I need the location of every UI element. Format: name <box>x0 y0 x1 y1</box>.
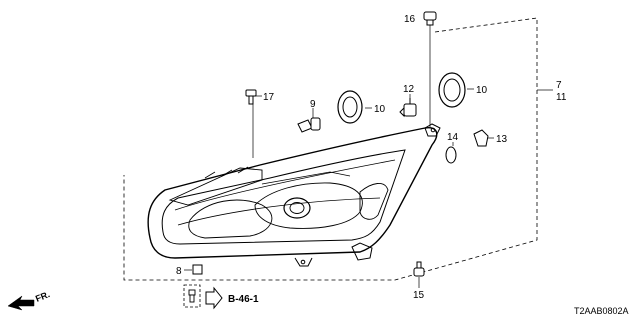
socket-part <box>473 129 489 147</box>
callout-10-left: 10 <box>374 104 386 115</box>
bulb-socket-part <box>399 98 417 118</box>
screw-part <box>245 89 257 105</box>
projector-lens <box>283 197 311 219</box>
bolt-part <box>413 261 425 277</box>
reference-box <box>183 284 223 310</box>
leader-lines <box>184 24 553 288</box>
callout-9: 9 <box>310 99 316 110</box>
callout-10-right: 10 <box>476 85 488 96</box>
callout-7: 7 <box>556 80 562 91</box>
callout-12: 12 <box>403 84 415 95</box>
callout-11: 11 <box>556 92 567 103</box>
clip-nut-part <box>192 264 203 275</box>
reference-arrow-icon <box>205 286 223 310</box>
rubber-cap-part <box>337 72 466 124</box>
callout-15: 15 <box>413 290 425 301</box>
cap-part <box>423 11 437 26</box>
front-direction-label: FR. <box>34 289 51 304</box>
headlight-assembly <box>147 127 438 259</box>
front-direction-arrow-icon <box>7 295 35 311</box>
diagram-code: T2AAB0802A <box>574 306 629 316</box>
reference-label: B-46-1 <box>228 294 259 305</box>
assembly-boundary <box>123 17 538 281</box>
small-bulb-part <box>445 146 457 164</box>
mounting-tabs <box>294 123 441 267</box>
callout-17: 17 <box>263 92 275 103</box>
callout-16: 16 <box>404 14 416 25</box>
callout-8: 8 <box>176 266 182 277</box>
callout-13: 13 <box>496 134 508 145</box>
bulb-part <box>297 117 321 133</box>
callout-14: 14 <box>447 132 459 143</box>
